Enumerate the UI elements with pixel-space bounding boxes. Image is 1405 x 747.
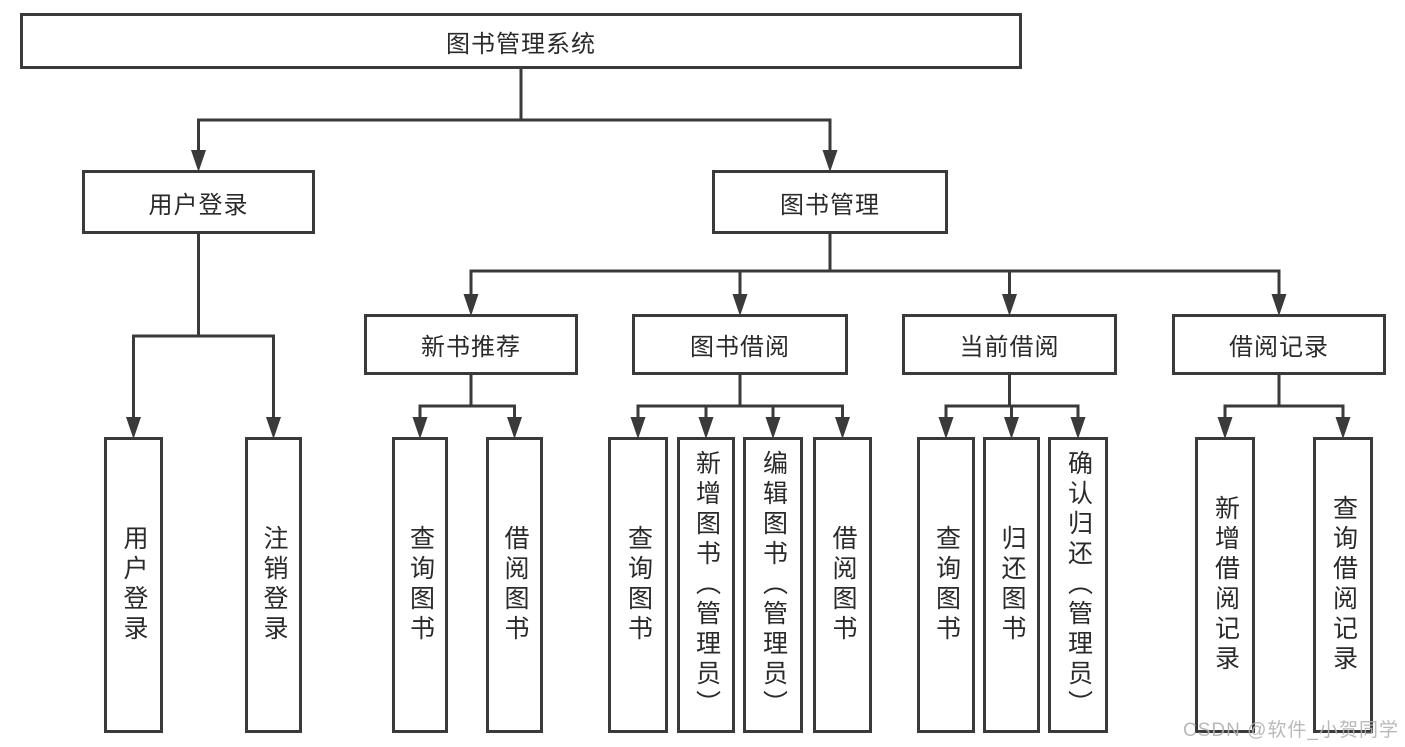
arrowhead-icon: [412, 417, 428, 439]
node-label: 查询图书: [406, 525, 435, 645]
node-leaf-add-borrow-rec: 新增借阅记录: [1195, 437, 1255, 733]
node-user-login: 用户登录: [82, 170, 315, 234]
arrowhead-icon: [1217, 417, 1233, 439]
node-label: 编辑图书（管理员）: [759, 450, 788, 720]
arrowhead-icon: [938, 417, 954, 439]
node-current-borrow: 当前借阅: [902, 314, 1117, 375]
node-label: 新增借阅记录: [1211, 495, 1240, 675]
node-book-mgmt: 图书管理: [712, 170, 948, 234]
node-leaf-return-book: 归还图书: [983, 437, 1040, 733]
node-leaf-edit-book: 编辑图书（管理员）: [743, 437, 803, 733]
node-leaf-query-borrow-rec: 查询借阅记录: [1313, 437, 1373, 733]
arrowhead-icon: [835, 417, 850, 439]
node-label: 查询图书: [932, 525, 961, 645]
arrowhead-icon: [765, 417, 781, 439]
node-label: 借阅图书: [501, 525, 529, 645]
arrowhead-icon: [463, 294, 479, 316]
node-leaf-query-books-2: 查询图书: [608, 437, 668, 733]
node-leaf-add-book: 新增图书（管理员）: [677, 437, 735, 733]
arrowhead-icon: [1002, 294, 1017, 316]
node-label: 归还图书: [998, 525, 1026, 645]
node-root: 图书管理系统: [20, 13, 1022, 69]
node-label: 借阅图书: [829, 525, 857, 645]
node-label: 用户登录: [120, 525, 148, 645]
arrowhead-icon: [507, 417, 522, 439]
node-leaf-query-books-3: 查询图书: [917, 437, 975, 733]
node-label: 新增图书（管理员）: [692, 450, 721, 720]
node-label: 借阅记录: [1229, 334, 1329, 361]
arrowhead-icon: [126, 417, 141, 439]
node-new-book-rec: 新书推荐: [364, 314, 578, 375]
node-leaf-query-books-1: 查询图书: [392, 437, 448, 733]
node-label: 图书借阅: [690, 334, 790, 361]
node-label: 图书管理: [780, 191, 880, 219]
node-label: 图书管理系统: [446, 30, 596, 58]
arrowhead-icon: [1335, 417, 1351, 439]
node-label: 当前借阅: [959, 334, 1060, 361]
arrowhead-icon: [191, 150, 206, 172]
node-leaf-borrow-books-1: 借阅图书: [486, 437, 543, 733]
arrowhead-icon: [630, 417, 646, 439]
arrowhead-icon: [698, 417, 714, 439]
arrowhead-icon: [822, 150, 838, 172]
arrowhead-icon: [1004, 417, 1019, 439]
node-label: 新书推荐: [421, 334, 521, 361]
node-leaf-confirm-return: 确认归还（管理员）: [1048, 437, 1108, 733]
node-book-borrow: 图书借阅: [632, 314, 848, 375]
node-leaf-borrow-books-2: 借阅图书: [813, 437, 872, 733]
node-leaf-user-login: 用户登录: [104, 437, 163, 733]
arrowhead-icon: [266, 417, 281, 439]
node-borrow-records: 借阅记录: [1172, 314, 1386, 375]
node-label: 注销登录: [260, 525, 288, 645]
node-leaf-logout: 注销登录: [245, 437, 302, 733]
arrowhead-icon: [1070, 417, 1086, 439]
arrowhead-icon: [1271, 294, 1287, 316]
node-label: 确认归还（管理员）: [1064, 450, 1093, 720]
node-label: 查询借阅记录: [1329, 495, 1358, 675]
arrowhead-icon: [732, 294, 748, 316]
node-label: 用户登录: [148, 191, 249, 219]
node-label: 查询图书: [624, 525, 653, 645]
